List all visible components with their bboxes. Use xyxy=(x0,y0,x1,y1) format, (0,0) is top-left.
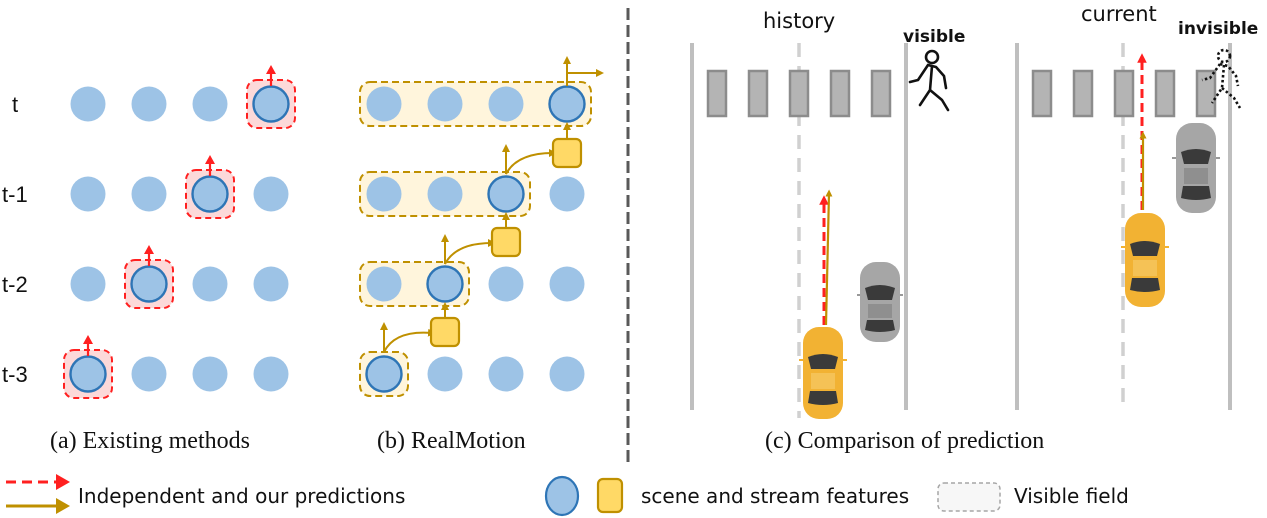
scene-node xyxy=(488,86,524,122)
panel-a-nodes xyxy=(63,65,296,399)
current-node xyxy=(252,85,290,123)
pedestrian-icon-visible xyxy=(908,49,950,112)
crosswalk-stripe xyxy=(1154,69,1176,118)
crosswalk-stripe xyxy=(829,69,851,118)
row-label-t-1: t-1 xyxy=(2,182,28,207)
panel-b-caption: (b) RealMotion xyxy=(377,428,526,454)
scene-node xyxy=(549,356,585,392)
scene-node xyxy=(192,356,228,392)
row-labels: t t-1 t-2 t-3 xyxy=(2,92,28,387)
legend-our-arrowhead xyxy=(56,498,70,514)
pedestrian-label-invisible: invisible xyxy=(1178,19,1258,39)
scene-node xyxy=(488,356,524,392)
crosswalk-stripe xyxy=(1113,69,1135,118)
crosswalk-stripe xyxy=(1195,69,1217,118)
crosswalk-stripe xyxy=(788,69,810,118)
stream-feature-square xyxy=(551,137,583,169)
current-node xyxy=(426,265,464,303)
scene-node xyxy=(427,356,463,392)
scene-title-current: current xyxy=(1081,2,1157,26)
scene-node xyxy=(549,266,585,302)
panel-c: history visible xyxy=(690,2,1258,454)
arrowhead xyxy=(83,335,93,344)
crosswalk-stripe xyxy=(747,69,769,118)
scene-node xyxy=(131,176,167,212)
panel-b-visible-fields xyxy=(359,81,592,397)
legend-independent-arrowhead xyxy=(56,474,70,490)
stream-feature-square xyxy=(429,316,461,348)
arrowhead xyxy=(266,65,276,74)
row-label-t: t xyxy=(12,92,18,117)
crosswalk xyxy=(706,69,892,118)
row-label-t-3: t-3 xyxy=(2,362,28,387)
current-node xyxy=(69,355,107,393)
other-car-icon xyxy=(857,262,903,342)
stream-arrow xyxy=(444,239,496,265)
arrowhead xyxy=(144,245,154,254)
scene-node xyxy=(549,176,585,212)
scene-current: current invisible xyxy=(1015,2,1258,410)
current-node xyxy=(548,85,586,123)
scene-node xyxy=(253,176,289,212)
other-car-icon xyxy=(1172,123,1220,213)
scene-node xyxy=(488,266,524,302)
scene-node xyxy=(366,176,402,212)
legend-visible-field-box xyxy=(937,482,1001,512)
current-node xyxy=(191,175,229,213)
scene-node xyxy=(366,86,402,122)
legend-predictions-label: Independent and our predictions xyxy=(78,484,405,508)
scene-node xyxy=(366,266,402,302)
our-visible-field xyxy=(359,81,592,127)
stream-arrow xyxy=(505,149,557,175)
our-prediction-arrow xyxy=(824,189,833,326)
crosswalk xyxy=(1031,69,1217,118)
arrowhead xyxy=(205,155,215,164)
legend-scene-feature-circle xyxy=(544,475,580,517)
legend-features-label: scene and stream features xyxy=(641,484,909,508)
crosswalk-stripe xyxy=(706,69,728,118)
row-label-t-2: t-2 xyxy=(2,272,28,297)
scene-title-history: history xyxy=(763,9,835,33)
scene-node xyxy=(427,86,463,122)
crosswalk-stripe xyxy=(1031,69,1053,118)
stream-feature-square xyxy=(490,226,522,258)
legend-stream-feature-square xyxy=(596,477,624,514)
scene-history: history visible xyxy=(690,9,965,419)
legend-visible-field-label: Visible field xyxy=(1014,484,1129,508)
panel-c-caption: (c) Comparison of prediction xyxy=(765,428,1044,454)
scene-node xyxy=(192,86,228,122)
scene-node xyxy=(70,176,106,212)
panel-a-caption: (a) Existing methods xyxy=(50,428,250,454)
stream-arrow xyxy=(383,328,436,353)
current-node xyxy=(487,175,525,213)
panel-b-nodes xyxy=(365,85,586,393)
scene-node xyxy=(253,356,289,392)
crosswalk-stripe xyxy=(1072,69,1094,118)
scene-node xyxy=(70,266,106,302)
scene-node xyxy=(131,86,167,122)
scene-node xyxy=(427,176,463,212)
scene-node xyxy=(192,266,228,302)
panel-b: (b) RealMotion xyxy=(359,56,604,454)
ego-car-icon xyxy=(799,327,847,419)
pedestrian-label-visible: visible xyxy=(903,27,965,47)
scene-node xyxy=(70,86,106,122)
panel-a: t t-1 t-2 t-3 (a) Existing methods xyxy=(2,65,296,454)
current-node xyxy=(130,265,168,303)
panel-b-stream-flow xyxy=(380,56,604,353)
current-node xyxy=(365,355,403,393)
pedestrian-icon-invisible xyxy=(1201,48,1242,109)
legend: Independent and our predictions scene an… xyxy=(6,474,1129,517)
scene-node xyxy=(131,356,167,392)
crosswalk-stripe xyxy=(870,69,892,118)
scene-node xyxy=(253,266,289,302)
ego-car-icon xyxy=(1121,213,1169,307)
